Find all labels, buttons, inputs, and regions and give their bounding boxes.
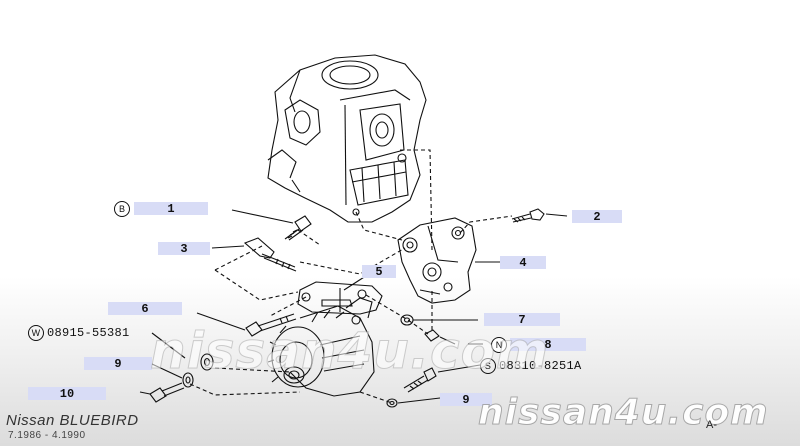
- callout-9a[interactable]: 9: [84, 357, 152, 371]
- callout-9b[interactable]: 9: [440, 393, 492, 407]
- marker-n: N: [491, 337, 507, 353]
- mounting-bracket: [397, 217, 477, 304]
- washer-part-number: W 08915-55381: [28, 325, 130, 341]
- alternator: [267, 297, 375, 397]
- callout-6[interactable]: 6: [108, 302, 182, 316]
- assembly-guides: [189, 149, 513, 404]
- adjusting-bar: [297, 281, 383, 315]
- screw-part-number: S 08310-8251A: [480, 358, 582, 374]
- model-years: 7.1986 - 4.1990: [8, 430, 86, 441]
- watermark-corner: nissan4u.com: [478, 392, 769, 434]
- screw: [403, 367, 437, 393]
- callout-8[interactable]: 8: [510, 338, 586, 352]
- callout-5[interactable]: 5: [362, 265, 396, 279]
- watermark-center: nissan4u.com: [149, 322, 550, 381]
- model-name: Nissan BLUEBIRD: [6, 412, 139, 429]
- callout-4[interactable]: 4: [500, 256, 546, 270]
- screw-number: 08310-8251A: [499, 359, 582, 373]
- callout-10[interactable]: 10: [28, 387, 106, 401]
- callout-2[interactable]: 2: [572, 210, 622, 224]
- callout-7[interactable]: 7: [484, 313, 560, 327]
- marker-b: B: [114, 201, 130, 217]
- washer-symbol: W: [28, 325, 44, 341]
- bolt-1: [284, 215, 312, 241]
- screw-symbol: S: [480, 358, 496, 374]
- bolt-10: [149, 382, 185, 403]
- stud-3: [243, 237, 297, 272]
- washer-number: 08915-55381: [47, 326, 130, 340]
- engine-block: [267, 54, 427, 223]
- bolt-2: [511, 208, 545, 223]
- page-reference: A-: [706, 419, 717, 431]
- callout-1[interactable]: 1: [134, 202, 208, 216]
- bolt-6: [245, 313, 297, 337]
- callout-3[interactable]: 3: [158, 242, 210, 256]
